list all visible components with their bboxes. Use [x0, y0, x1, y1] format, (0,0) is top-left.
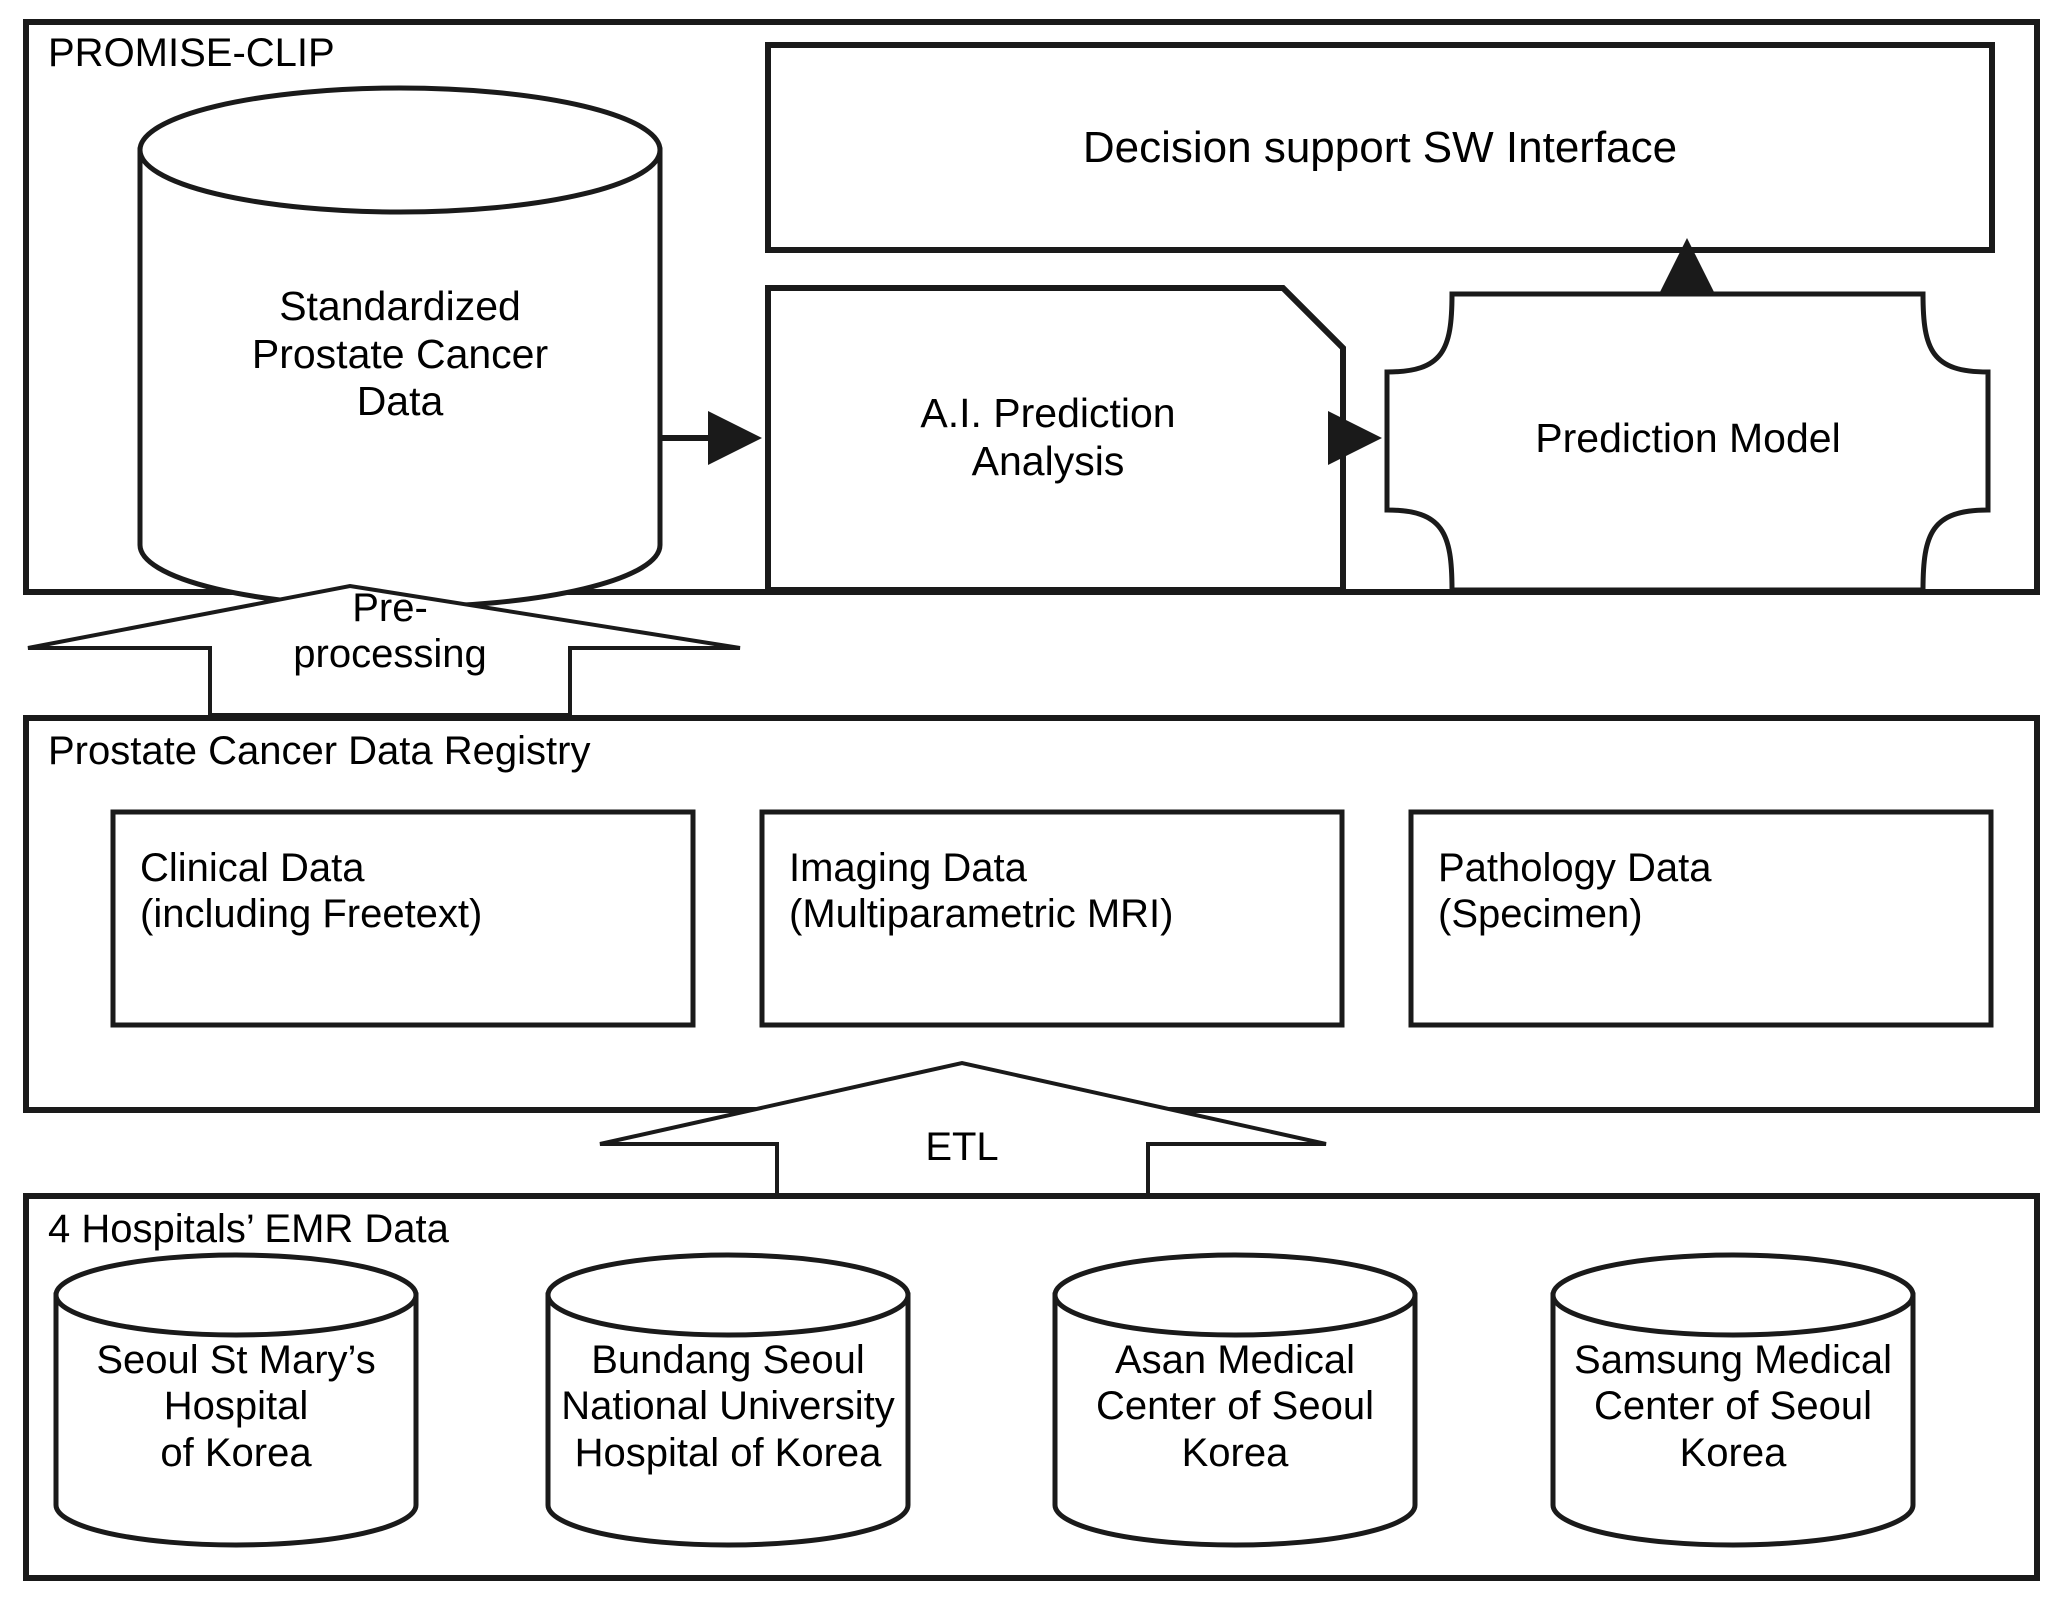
etl-arrow-label: ETL: [925, 1125, 999, 1169]
preprocessing-block-arrow: [27, 583, 741, 717]
promise-clip-title: PROMISE-CLIP: [48, 31, 335, 75]
hospital-cylinder-4: [1550, 1252, 1916, 1548]
registry-box-imaging-data: [759, 809, 1345, 1028]
hospital-label-2: Bundang Seoul National University Hospit…: [561, 1338, 895, 1475]
registry-box-clinical-data: [110, 809, 696, 1028]
hospital-cylinder-1: [53, 1252, 419, 1548]
preprocessing-arrow-label: Pre- processing: [293, 586, 487, 677]
hospitals-title: 4 Hospitals’ EMR Data: [48, 1207, 449, 1251]
hospital-label-1: Seoul St Mary’s Hospital of Korea: [96, 1338, 376, 1475]
registry-box-label-clinical: Clinical Data (including Freetext): [140, 846, 483, 937]
hospital-cylinder-2: [545, 1252, 911, 1548]
ai-prediction-analysis-label: A.I. Prediction Analysis: [920, 390, 1176, 484]
ai-prediction-analysis-box: [765, 285, 1346, 593]
hospital-label-4: Samsung Medical Center of Seoul Korea: [1574, 1338, 1892, 1475]
decision-support-interface-label: Decision support SW Interface: [1082, 123, 1678, 172]
registry-box-label-imaging: Imaging Data (Multiparametric MRI): [789, 846, 1174, 937]
registry-box-label-pathology: Pathology Data (Specimen): [1438, 846, 1712, 937]
standardized-data-cylinder: [137, 85, 663, 610]
hospital-cylinder-3: [1052, 1252, 1418, 1548]
decision-support-interface-box: [765, 42, 1995, 253]
prediction-model-label: Prediction Model: [1535, 415, 1841, 461]
registry-box-pathology-data: [1408, 809, 1994, 1028]
prediction-model-box: [1384, 291, 1991, 593]
standardized-data-label: Standardized Prostate Cancer Data: [251, 283, 549, 425]
hospital-label-3: Asan Medical Center of Seoul Korea: [1096, 1338, 1374, 1475]
registry-title: Prostate Cancer Data Registry: [48, 729, 591, 773]
